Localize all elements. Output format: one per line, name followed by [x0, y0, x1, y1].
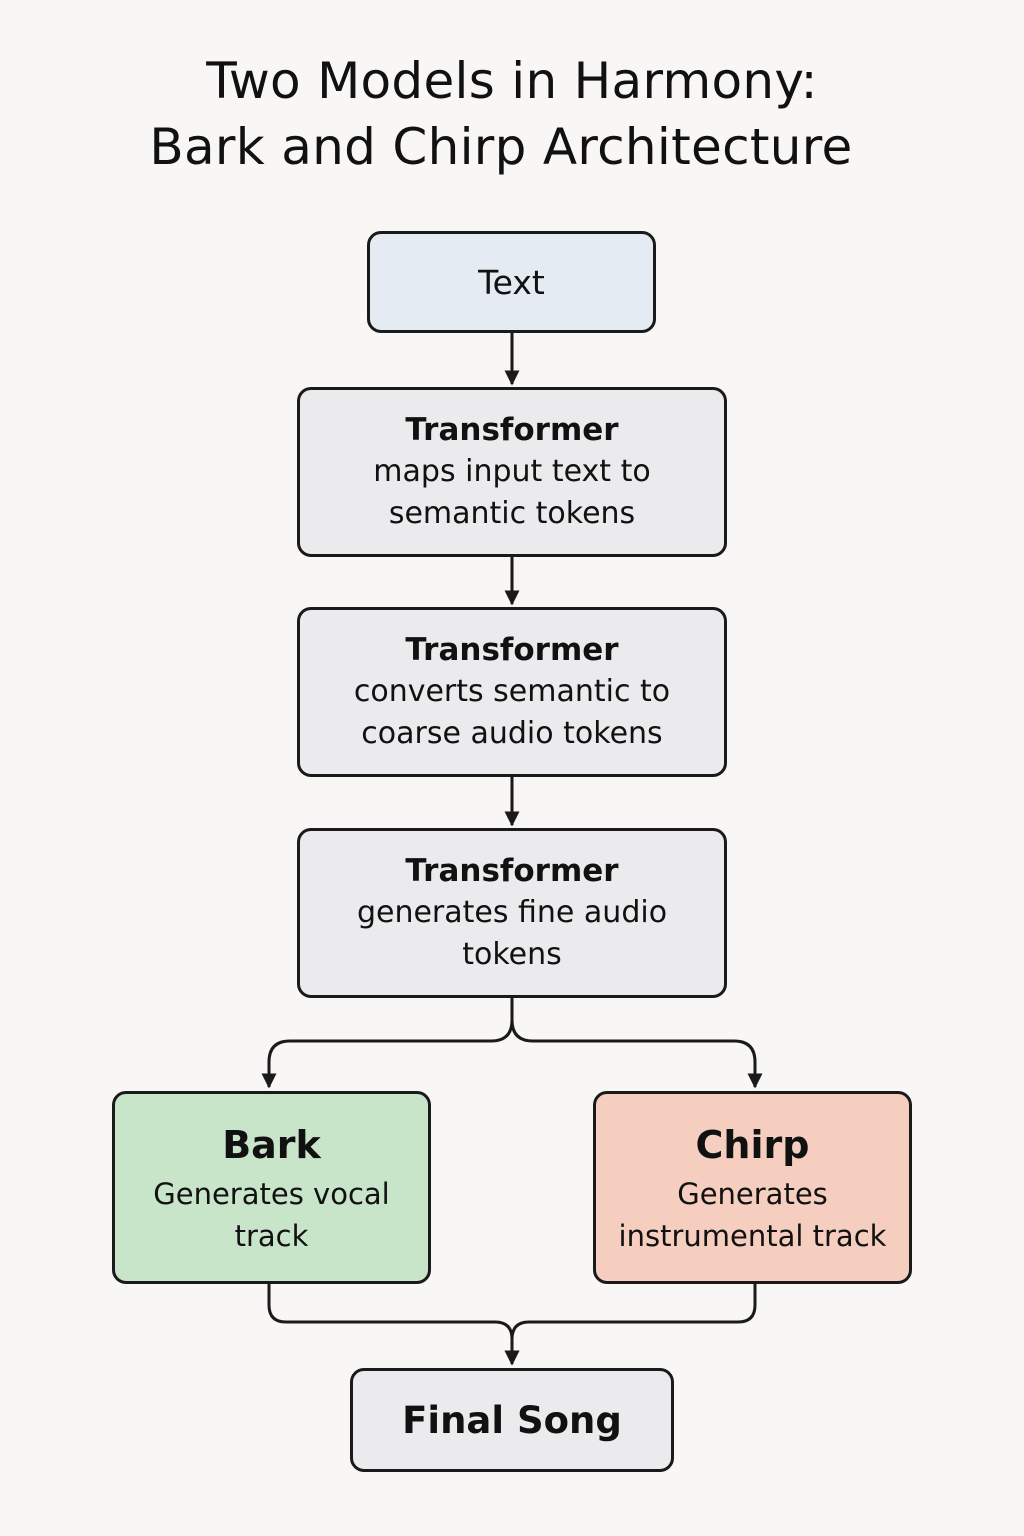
bark-node: Bark Generates vocal track — [112, 1091, 431, 1284]
chirp-node: Chirp Generates instrumental track — [593, 1091, 912, 1284]
arrow-stage3-to-bark — [261, 998, 514, 1089]
transformer-fine-title: Transformer — [405, 853, 619, 889]
transformer-semantic-title: Transformer — [405, 412, 619, 448]
transformer-semantic-description: maps input text to semantic tokens — [373, 454, 651, 531]
final-song-node: Final Song — [350, 1368, 674, 1472]
transformer-coarse-node: Transformer converts semantic to coarse … — [297, 607, 727, 777]
text-input-node: Text — [367, 231, 656, 333]
transformer-coarse-description: converts semantic to coarse audio tokens — [353, 674, 671, 751]
chirp-description: Generates instrumental track — [618, 1176, 887, 1253]
final-song-label: Final Song — [402, 1398, 622, 1442]
bark-title: Bark — [222, 1122, 321, 1167]
arrow-chirp-to-final — [504, 1284, 757, 1366]
transformer-semantic-node: Transformer maps input text to semantic … — [297, 387, 727, 557]
arrow-stage3-to-chirp — [510, 998, 763, 1089]
bark-description: Generates vocal track — [153, 1176, 390, 1253]
chirp-title: Chirp — [695, 1122, 810, 1167]
title-line-2: Bark and Chirp Architecture — [149, 118, 853, 176]
transformer-fine-description: generates fine audio tokens — [356, 895, 668, 972]
transformer-coarse-title: Transformer — [405, 632, 619, 668]
diagram-title: Two Models in Harmony: Bark and Chirp Ar… — [0, 48, 1024, 180]
title-line-1: Two Models in Harmony: — [206, 52, 818, 110]
arrow-bark-to-final — [267, 1284, 520, 1366]
text-input-label: Text — [478, 262, 545, 302]
transformer-fine-node: Transformer generates fine audio tokens — [297, 828, 727, 998]
